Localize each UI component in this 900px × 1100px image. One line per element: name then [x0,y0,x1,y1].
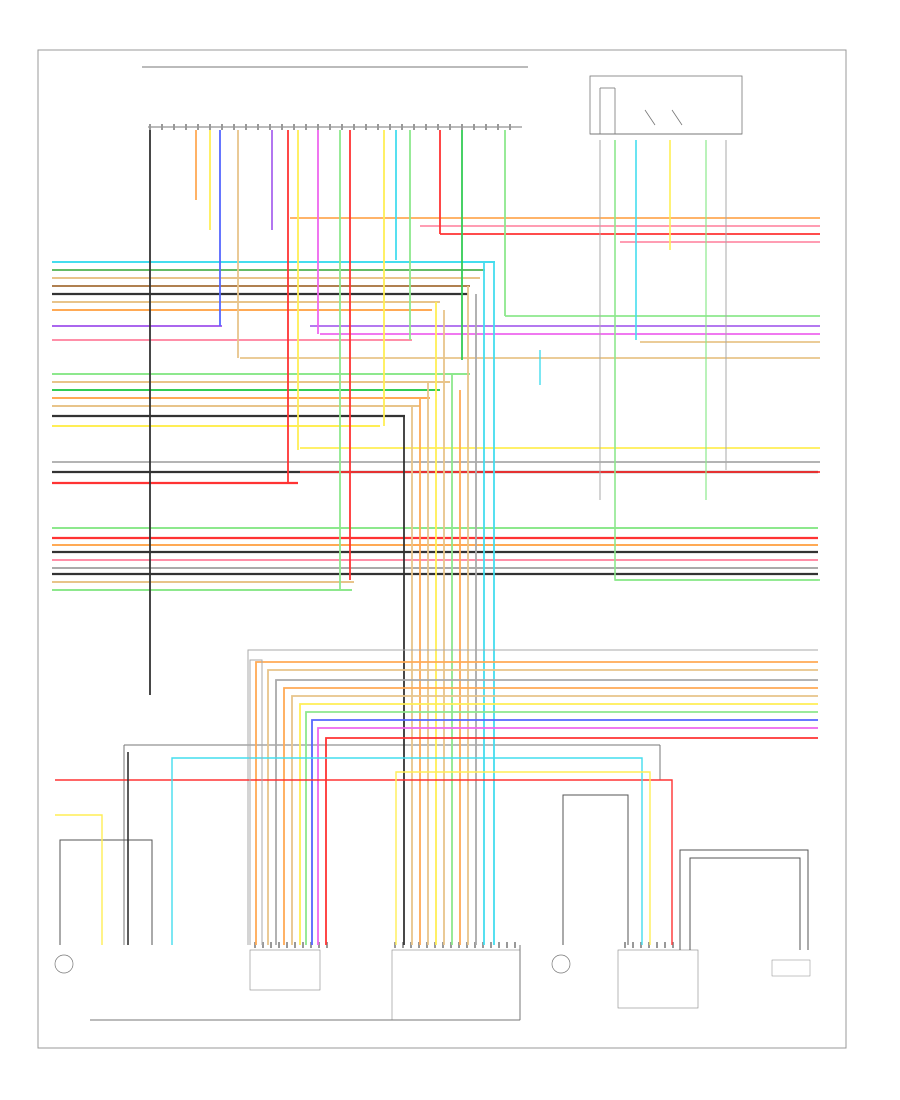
bottom-right-module [617,849,811,1009]
top-pin [197,124,199,130]
top-pin [509,124,511,130]
bottom-pin [418,942,420,948]
top-pin [341,124,343,130]
bottom-pin [648,942,650,948]
bottom-pin [442,942,444,948]
top-pin [425,124,427,130]
lower-bundle-wire-6 [305,711,818,945]
bottom-pin [318,942,320,948]
top-pin [305,124,307,130]
yellow-module-wire [395,771,651,945]
top-pin [437,124,439,130]
top-pin [389,124,391,130]
bottom-pin [426,942,428,948]
bottom-pin [310,942,312,948]
bottom-pin [640,942,642,948]
switch-drop-wire-2 [614,140,818,581]
top-pin [473,124,475,130]
top-pin [257,124,259,130]
top-pin [281,124,283,130]
left-ground-components [54,794,629,974]
red-feed-wire [55,779,673,945]
top-pin [185,124,187,130]
lower-bundle-wire-5 [299,703,818,945]
bottom-pin [294,942,296,948]
bottom-pin [262,942,264,948]
bottom-pin [656,942,658,948]
lower-bundle-wire-3 [283,687,818,945]
bottom-pin [286,942,288,948]
lower-bundle-wire-9 [325,737,818,945]
top-pin [353,124,355,130]
bottom-pin [624,942,626,948]
right-upper-module [589,75,743,135]
bottom-pin [326,942,328,948]
top-pin [209,124,211,130]
top-pin [377,124,379,130]
bottom-pin [474,942,476,948]
bottom-pin [434,942,436,948]
cyan-feed-wire [171,757,643,945]
bottom-pin [498,942,500,948]
top-pin [233,124,235,130]
top-pin [485,124,487,130]
top-pin [497,124,499,130]
bottom-pin [632,942,634,948]
bottom-pin [254,942,256,948]
bottom-main-module [90,744,661,1021]
top-pin [221,124,223,130]
top-connector [142,66,528,128]
bottom-pin [672,942,674,948]
bottom-pin [458,942,460,948]
top-pin [173,124,175,130]
top-pin [461,124,463,130]
bottom-pin [466,942,468,948]
top-pin [413,124,415,130]
bottom-pin [664,942,666,948]
connector-pins [149,124,674,948]
lower-bundle-wire-4 [291,695,818,945]
bottom-pin [270,942,272,948]
lower-bundle-wire-2 [275,679,818,945]
gray-loop-wire [249,659,263,945]
bottom-pin [410,942,412,948]
top-pin [317,124,319,130]
top-pin [449,124,451,130]
lower-bundle-wire-0 [255,661,818,945]
bottom-pin [490,942,492,948]
wire-group [52,130,820,945]
bottom-pin [482,942,484,948]
top-pin [401,124,403,130]
bottom-pin [506,942,508,948]
top-pin [329,124,331,130]
gray-frame-wire [247,649,818,945]
bottom-pin [514,942,516,948]
top-pin [161,124,163,130]
lower-bundle-wire-8 [317,727,818,945]
bottom-pin [278,942,280,948]
top-pin [245,124,247,130]
lower-bundle-wire-7 [311,719,818,945]
bottom-pin [302,942,304,948]
diagram-frame [37,49,847,1049]
bottom-pin [394,942,396,948]
top-pin [293,124,295,130]
top-pin [269,124,271,130]
bottom-pin [450,942,452,948]
lower-bundle-wire-1 [267,669,818,945]
bottom-pin [402,942,404,948]
top-pin [149,124,151,130]
yellow-feed-wire [55,814,103,945]
top-pin [365,124,367,130]
